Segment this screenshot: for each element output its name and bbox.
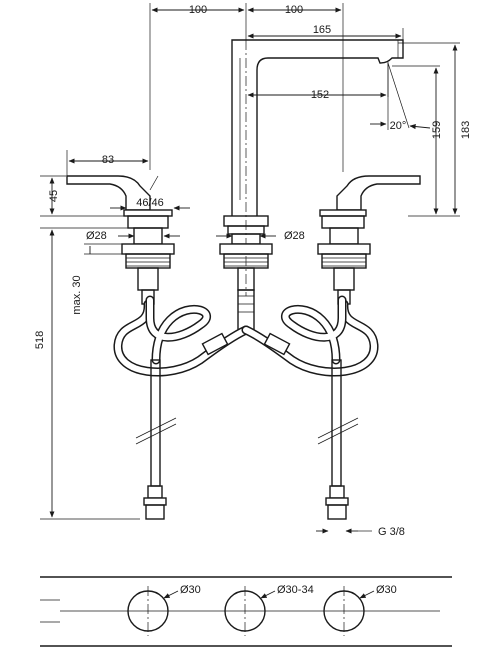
dim-total-height: 183 [460,121,472,139]
spout-body [223,39,404,296]
dim-hose-length: 518 [34,331,46,349]
hose-loops [113,295,379,377]
dim-left-spacing: 100 [189,4,207,16]
vertical-dims-left [40,227,140,520]
hole-center-label: Ø30-34 [277,584,314,596]
hole-left-label: Ø30 [180,584,201,596]
dim-shank-center: Ø28 [284,230,305,242]
hole-right-label: Ø30 [376,584,397,596]
dim-handle-length: 83 [102,154,114,166]
dim-connection: G 3/8 [378,526,405,538]
dim-handle-height: 45 [48,190,60,202]
right-height-dims [392,42,460,217]
supply-pipes [135,359,359,520]
dim-spout-reach: 165 [313,24,331,36]
dim-handle-rotation: 46/46 [136,197,164,209]
spout-angle-dim [370,62,431,130]
hole-layout [40,576,452,647]
dim-spout-angle: 20° [390,120,407,132]
dim-max-thickness: max. 30 [71,275,83,314]
handle-dims [40,150,190,217]
top-spacing-dimensions [149,3,344,172]
dim-spout-height: 159 [431,121,443,139]
deck-mounting [121,227,371,269]
dim-right-spacing: 100 [285,4,303,16]
dim-shank-left: Ø28 [86,230,107,242]
right-handle [319,175,421,229]
dim-spout-inner: 152 [311,89,329,101]
